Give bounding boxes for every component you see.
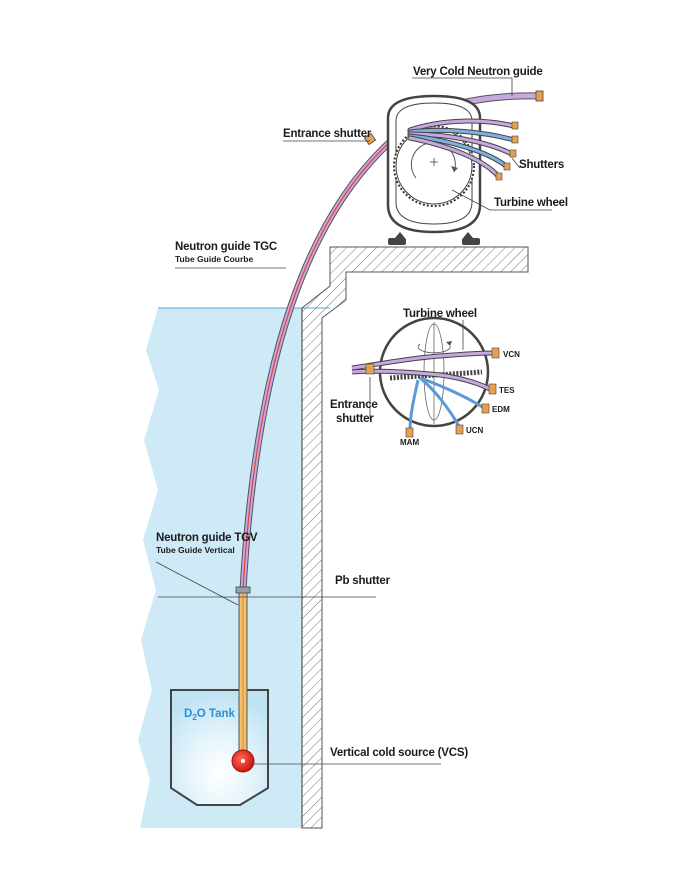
label-shutters: Shutters <box>519 159 564 171</box>
label-guide-tgc-sub: Tube Guide Courbe <box>175 254 254 264</box>
label-turbine-wheel-detail: Turbine wheel <box>403 308 477 320</box>
turbine-detail <box>351 316 500 438</box>
label-port-vcn: VCN <box>503 350 520 359</box>
label-cold-source: Vertical cold source (VCS) <box>330 747 468 759</box>
label-guide-tgv: Neutron guide TGV <box>156 532 258 544</box>
label-port-mam: MAM <box>400 438 419 447</box>
label-port-ucn: UCN <box>466 426 484 435</box>
label-entrance-shutter-detail-2: shutter <box>336 413 374 425</box>
label-port-tes: TES <box>499 386 515 395</box>
label-guide-tgv-sub: Tube Guide Vertical <box>156 545 235 555</box>
concrete-wall <box>301 246 529 829</box>
label-entrance-shutter-detail-1: Entrance <box>330 399 378 411</box>
pb-shutter <box>235 586 251 594</box>
label-vcn-guide: Very Cold Neutron guide <box>413 66 543 78</box>
vcn-guide-end-cap <box>535 90 544 102</box>
label-guide-tgc: Neutron guide TGC <box>175 241 277 253</box>
label-port-edm: EDM <box>492 405 510 414</box>
label-turbine-wheel-top: Turbine wheel <box>494 197 568 209</box>
label-pb-shutter: Pb shutter <box>335 575 391 587</box>
tank-label: D2O Tank <box>184 708 235 722</box>
exit-guide-fan <box>407 118 519 181</box>
label-entrance-shutter: Entrance shutter <box>283 128 372 140</box>
leader-lines <box>155 77 552 765</box>
